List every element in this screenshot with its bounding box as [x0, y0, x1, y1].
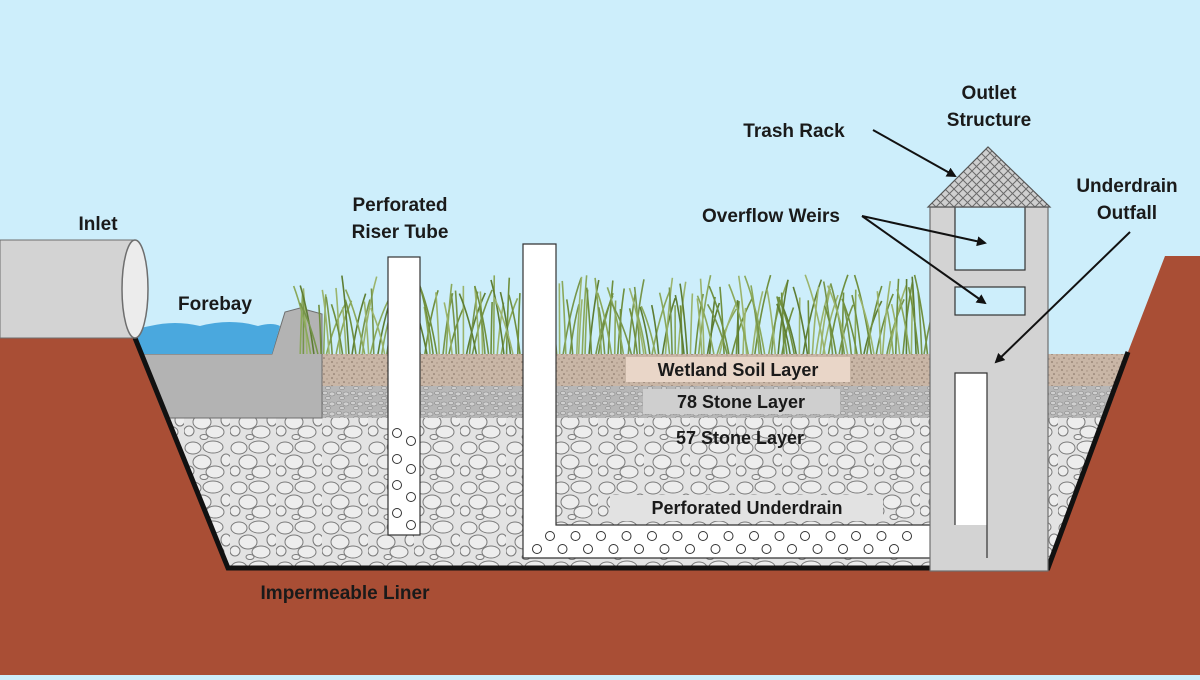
- trash-rack-arrow: [872, 129, 957, 177]
- stone-57-label: 57 Stone Layer: [676, 428, 804, 448]
- underdrain-outfall-label-line2: Outfall: [1097, 203, 1157, 224]
- forebay-water: [130, 322, 280, 354]
- trash-rack: [926, 146, 1052, 208]
- forebay-label: Forebay: [178, 294, 252, 315]
- riser-label-line1: Perforated: [352, 195, 447, 216]
- perforated-riser-tube: [387, 256, 421, 536]
- wetland-soil-label: Wetland Soil Layer: [658, 360, 819, 380]
- overflow-weir-lower: [954, 286, 1026, 316]
- wetland-soil-label-bg: [626, 357, 850, 382]
- overflow-weir-arrow-lower: [861, 215, 987, 305]
- outlet-structure-label-line2: Structure: [947, 110, 1031, 131]
- underdrain-outfall-label-line1: Underdrain: [1076, 176, 1177, 197]
- underdrain-label-bg: [610, 495, 883, 521]
- stone-78-label: 78 Stone Layer: [677, 392, 805, 412]
- impermeable-liner-label: Impermeable Liner: [261, 583, 431, 604]
- forebay-berm: [139, 307, 323, 419]
- inlet-pipe: [0, 239, 149, 339]
- perforated-underdrain-label: Perforated Underdrain: [651, 498, 842, 518]
- overflow-weirs-label: Overflow Weirs: [702, 206, 840, 227]
- impermeable-liner-line: [132, 337, 1131, 571]
- inlet-label: Inlet: [78, 214, 118, 235]
- outlet-structure: [929, 206, 1049, 572]
- outlet-structure-label-line1: Outlet: [962, 83, 1018, 104]
- trash-rack-label: Trash Rack: [743, 121, 845, 142]
- wetland-grass: [292, 274, 943, 355]
- overflow-weir-arrow-upper: [861, 215, 987, 247]
- riser-label-line2: Riser Tube: [352, 222, 449, 243]
- stone-78-label-bg: [643, 389, 840, 414]
- underdrain-outfall-arrow: [994, 231, 1131, 364]
